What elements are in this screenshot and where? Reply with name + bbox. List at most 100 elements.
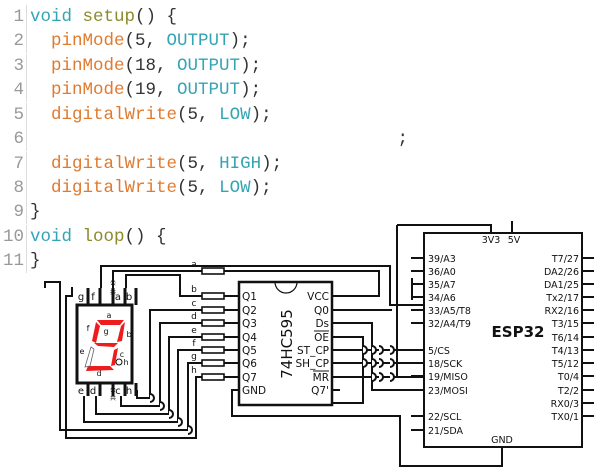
code-token: setup — [82, 7, 136, 27]
segment-d — [86, 366, 114, 371]
wire-crossover — [378, 372, 384, 382]
chip-pin-label: Q7 — [242, 372, 257, 384]
board-pin-label: 21/SDA — [428, 426, 463, 437]
chip-pin-label: Q3 — [242, 318, 257, 330]
resistor-c — [201, 306, 225, 314]
resistor-label: a — [191, 260, 197, 270]
chip-name: 74HC595 — [278, 309, 296, 378]
line-number: 3 — [13, 56, 24, 76]
wire-crossover — [149, 393, 155, 403]
wire-crossover — [371, 372, 377, 382]
line-number: 5 — [13, 105, 24, 125]
code-token: (5, — [177, 105, 220, 125]
chip-pin-label: SH_CP — [296, 358, 329, 370]
gutter-divider — [26, 176, 27, 200]
code-text: } — [30, 249, 41, 273]
gutter-divider — [26, 103, 27, 127]
code-text: void loop() { — [30, 225, 167, 249]
chip-pin-label: GND — [242, 385, 266, 397]
chip-pin-label: Q0 — [314, 305, 329, 317]
chip-pin-label: VCC — [307, 291, 329, 303]
board-pin-label: 35/A7 — [428, 280, 456, 291]
line-number: 8 — [13, 178, 24, 198]
board-pin-label: TX0/1 — [550, 412, 579, 423]
code-token: digitalWrite — [51, 178, 178, 198]
board-pin-label: DA1/25 — [544, 280, 579, 291]
code-text: pinMode(18, OUTPUT); — [30, 54, 261, 78]
board-name: ESP32 — [492, 323, 545, 341]
board-pin-label: T3/15 — [551, 319, 579, 330]
code-token: ); — [240, 80, 262, 100]
board-pin-label: DA2/26 — [544, 267, 579, 278]
chip-pin-label: Q2 — [242, 305, 257, 317]
chip-pin-label: Ds — [315, 318, 329, 330]
code-token: (5, — [124, 31, 167, 51]
resistor-b — [201, 292, 225, 300]
resistor-d — [201, 319, 225, 327]
pin-label: a — [115, 292, 121, 303]
code-text: } — [30, 200, 41, 224]
wire — [112, 270, 202, 288]
segment-label: h — [123, 358, 128, 367]
code-token: pinMode — [51, 56, 125, 76]
line-number: 1 — [13, 7, 24, 27]
pin-label-cont: 共 — [110, 288, 116, 296]
board-pin-label: 33/A5/T8 — [428, 306, 471, 317]
resistor-label: f — [192, 339, 196, 349]
wire-crossover — [362, 358, 368, 368]
segment-label: d — [96, 369, 101, 378]
chip-pin-label: Q4 — [242, 332, 257, 344]
wire-crossover — [371, 358, 377, 368]
pin-label: g — [78, 292, 84, 303]
segment-label: c — [120, 350, 124, 359]
gutter-divider — [26, 29, 27, 53]
code-token: OUTPUT — [166, 31, 230, 51]
line-number: 11 — [2, 251, 24, 271]
line-number: 9 — [13, 202, 24, 222]
board-pin-label: 19/MISO — [428, 372, 468, 383]
board-pin-label: 3V3 — [482, 235, 501, 246]
chip-pin-label: Q6 — [242, 358, 257, 370]
pin-label: b — [126, 292, 132, 303]
wire-gnd — [231, 389, 363, 417]
board-pin-label: 32/A4/T9 — [428, 319, 471, 330]
board-pin-label: RX2/16 — [545, 306, 579, 317]
resistor-f — [201, 346, 225, 354]
resistor-label: b — [191, 285, 197, 295]
board-pin-label: T5/12 — [551, 359, 579, 370]
pin-label: h — [126, 386, 132, 397]
line-number: 2 — [13, 31, 24, 51]
code-token: pinMode — [51, 80, 125, 100]
segment-label: g — [103, 327, 108, 336]
code-token: digitalWrite — [51, 154, 178, 174]
segment-label: f — [87, 324, 90, 333]
code-text: digitalWrite(5, LOW); — [30, 103, 272, 127]
pin-label: c — [115, 386, 121, 397]
chip-pin-label: ST_CP — [297, 345, 329, 357]
board-pin-label: 34/A6 — [428, 293, 456, 304]
line-number: 6 — [13, 129, 24, 149]
code-token: LOW — [219, 178, 251, 198]
code-text: pinMode(19, OUTPUT); — [30, 78, 261, 102]
resistor-label: d — [191, 312, 197, 322]
wire-crossover — [159, 401, 165, 411]
code-token: OUTPUT — [177, 80, 241, 100]
code-token: loop — [82, 227, 125, 247]
code-token: LOW — [219, 105, 251, 125]
resistor-label: g — [191, 352, 197, 362]
segment-b — [117, 322, 125, 342]
code-token: void — [30, 227, 73, 247]
code-token: ); — [261, 154, 283, 174]
gutter-divider — [26, 5, 27, 29]
wire — [224, 270, 380, 297]
pin-label: 公 — [110, 280, 116, 287]
code-text: void setup() { — [30, 5, 177, 29]
resistor-label: c — [192, 299, 197, 309]
code-token: digitalWrite — [51, 105, 178, 125]
wire-ds — [332, 322, 424, 391]
code-token: HIGH — [219, 154, 262, 174]
code-text: digitalWrite(5, LOW); — [30, 176, 272, 200]
board-pin-label: T6/14 — [551, 333, 579, 344]
wire-g — [65, 287, 202, 439]
